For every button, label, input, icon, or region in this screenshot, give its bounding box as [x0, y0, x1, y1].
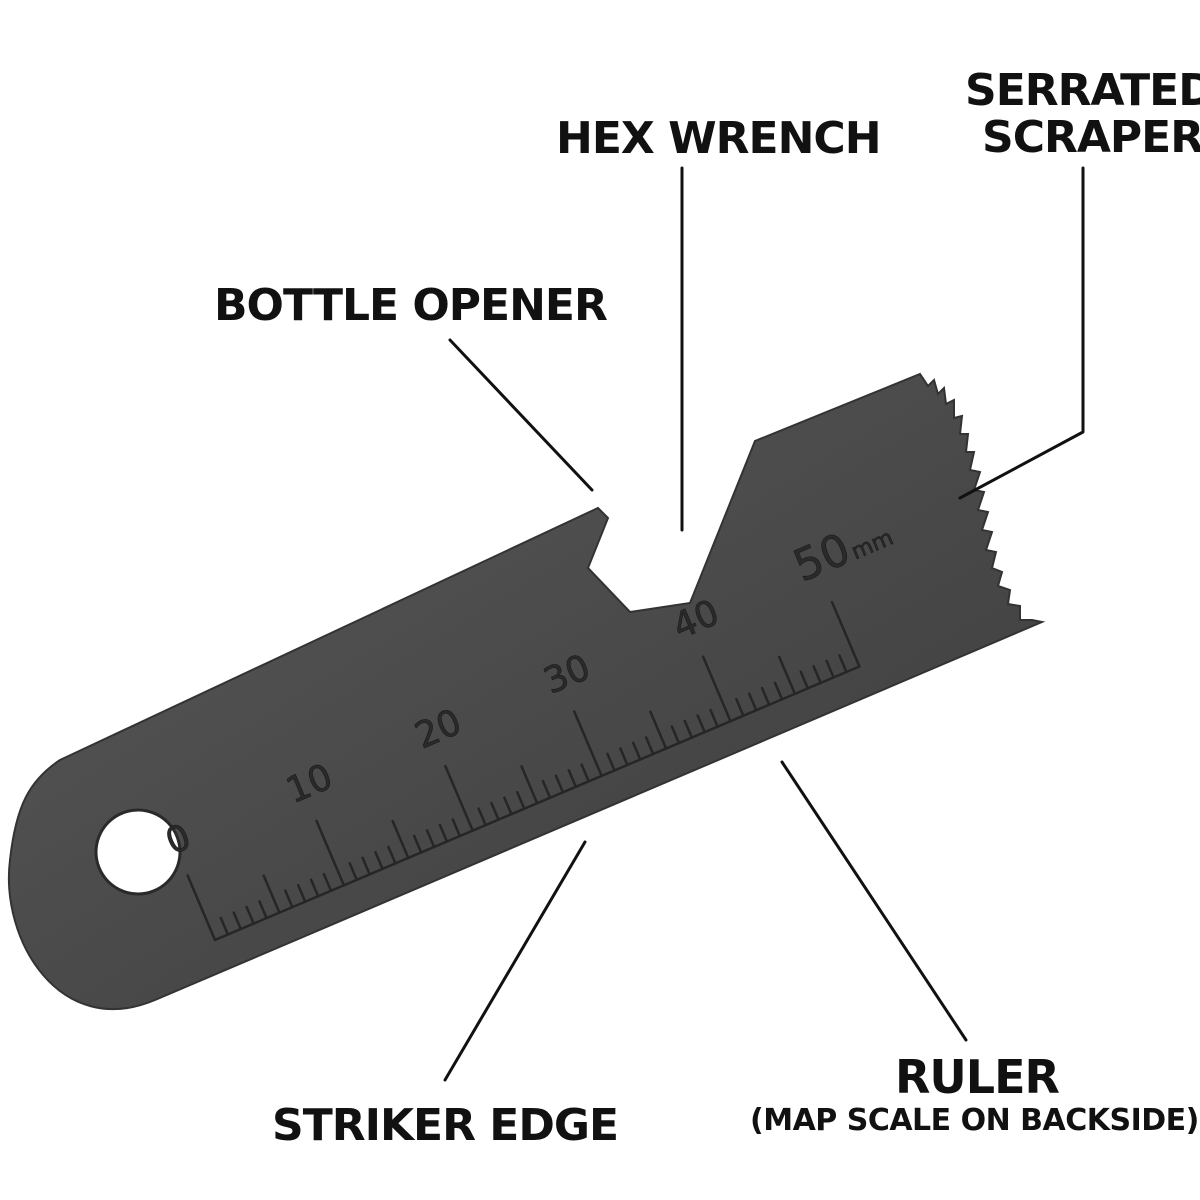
ruler-tick [580, 763, 590, 783]
ruler-tick [812, 665, 822, 685]
ruler-tick [554, 774, 565, 794]
ruler-tick [451, 818, 462, 838]
striker-edge-label: STRIKER EDGE [272, 1100, 618, 1151]
ruler-tick [838, 654, 848, 674]
ruler-label: RULER [895, 1050, 1060, 1104]
ruler-tick [387, 845, 397, 865]
ruler-tick [573, 710, 603, 778]
ruler-tick [412, 834, 423, 854]
ruler-tick [631, 741, 642, 761]
ruler-tick [284, 889, 294, 909]
ruler-tick [701, 655, 732, 723]
ruler-tick [444, 764, 474, 832]
ruler-leader [780, 760, 968, 1042]
ruler-tick [296, 883, 307, 903]
ruler-tick [670, 725, 681, 745]
ruler-tick [348, 862, 359, 882]
ruler-tick [760, 686, 771, 707]
ruler-tick [425, 829, 436, 849]
lanyard-hole [94, 808, 182, 896]
ruler-tick [315, 819, 346, 887]
bottle-opener-label: BOTTLE OPENER [214, 280, 607, 331]
ruler-tick [830, 600, 861, 668]
ruler-note-label: (MAP SCALE ON BACKSIDE) [750, 1103, 1199, 1138]
ruler-tick [309, 878, 320, 898]
ruler-tick [391, 819, 410, 860]
ruler-tick [709, 708, 719, 728]
bottle-opener-leader [448, 338, 594, 492]
ruler-tick [683, 719, 694, 739]
ruler-tick [541, 779, 552, 800]
serrated-label-line1: SERRATED [965, 65, 1200, 116]
scraper-label-line2: SCRAPER [982, 112, 1200, 163]
ruler-tick [245, 905, 255, 925]
serrated-scraper-leader [958, 166, 1085, 500]
ruler-tick [262, 874, 281, 914]
ruler-ticks [186, 600, 861, 942]
ruler-tick [520, 765, 539, 805]
striker-edge-leader [443, 840, 587, 1082]
ruler-tick [438, 823, 449, 843]
ruler-tick [799, 670, 810, 690]
ruler-tick [606, 752, 616, 772]
ruler-tick [361, 856, 371, 876]
ruler-tick [778, 655, 797, 696]
ruler-tick [644, 736, 655, 756]
ruler-tick [219, 916, 230, 936]
ruler-baseline [213, 665, 861, 942]
ruler-tick [735, 697, 745, 717]
ruler-tick [516, 790, 526, 810]
ruler-tick [374, 851, 384, 871]
ruler-tick [503, 796, 513, 816]
ruler-unit: mm [848, 525, 897, 565]
ruler-tick [773, 681, 784, 701]
ruler-tick [186, 874, 217, 942]
ruler-tick [258, 900, 268, 920]
ruler-tick [619, 747, 629, 767]
ruler-tick [477, 807, 487, 827]
hex-wrench-label: HEX WRENCH [556, 113, 881, 164]
ruler-tick [567, 769, 578, 789]
ruler-tick [696, 714, 706, 734]
ruler-tick [322, 872, 333, 893]
ruler-tick [747, 692, 758, 712]
ruler-tick [649, 710, 668, 750]
ruler-tick [490, 801, 500, 821]
ruler-tick [825, 659, 835, 679]
tool-body [7, 372, 1046, 1011]
ruler-tick [232, 911, 243, 931]
